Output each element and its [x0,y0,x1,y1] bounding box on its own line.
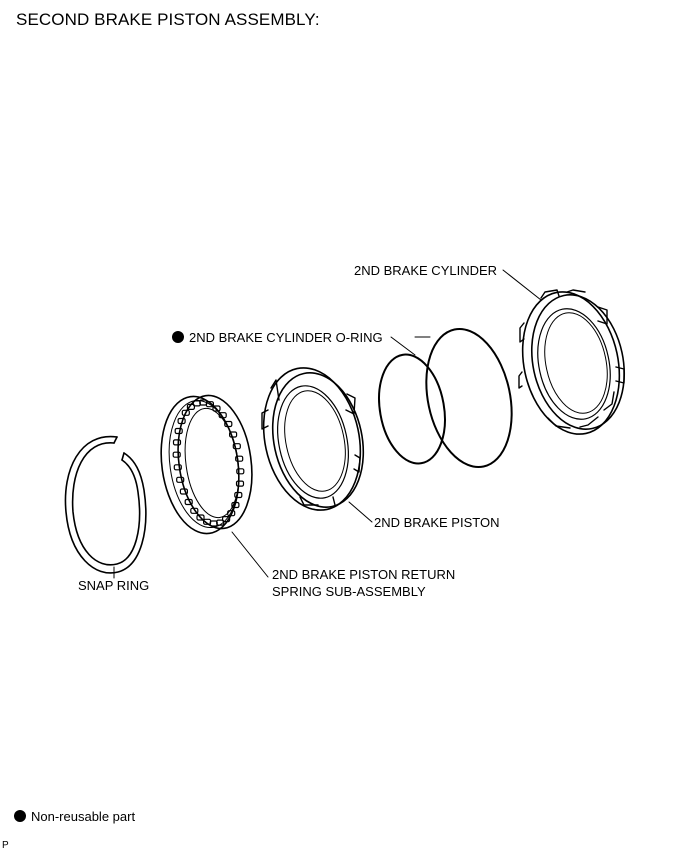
leader-line-cylinder [502,269,542,301]
spring-coil [176,476,185,483]
return-spring-part [160,394,253,535]
label-brake-cylinder: 2ND BRAKE CYLINDER [354,263,498,278]
spring-coil [172,451,181,458]
spring-coil [174,427,183,435]
page-title: SECOND BRAKE PISTON ASSEMBLY: [16,10,320,29]
legend-text: Non-reusable part [31,809,136,824]
label-brake-piston: 2ND BRAKE PISTON [374,515,500,530]
spring-coil [234,491,243,499]
o-rings-part [378,328,513,468]
figure-code: P [2,840,9,851]
label-o-ring: 2ND BRAKE CYLINDER O-RING [172,329,383,346]
legend: Non-reusable part [14,809,135,824]
spring-coil [179,488,188,495]
label-return-spring-line2: SPRING SUB-ASSEMBLY [272,584,426,599]
leader-line-return-spring [231,531,269,578]
spring-coil [173,464,182,471]
spring-coil [232,443,241,450]
spring-coil [235,455,244,462]
leader-lines [113,269,542,579]
spring-coil [177,417,186,425]
spring-coil [205,401,214,408]
spring-coil [222,515,231,523]
spring-coil [186,403,195,410]
spring-coil [203,518,212,525]
spring-coil [184,498,193,506]
spring-coil [236,468,245,475]
spring-coil [231,501,240,509]
spring-coil [190,507,199,514]
leader-line-o-ring [390,336,416,356]
snap-ring-part [64,435,147,574]
non-reusable-bullet-icon [14,810,26,822]
label-return-spring: 2ND BRAKE PISTON RETURN SPRING SUB-ASSEM… [272,566,455,600]
brake-cylinder-part [518,289,626,435]
non-reusable-bullet-icon [172,331,184,343]
spring-coil [181,409,190,416]
spring-coil [235,480,245,487]
label-snap-ring: SNAP RING [78,578,150,593]
spring-coil [172,439,182,446]
spring-coil [227,510,236,517]
spring-coil [224,420,233,428]
spring-coil [229,431,238,438]
leader-line-piston [348,501,373,523]
label-return-spring-line1: 2ND BRAKE PISTON RETURN [272,567,456,582]
spring-coil [212,405,221,412]
brake-piston-part [261,367,365,511]
label-o-ring-text: 2ND BRAKE CYLINDER O-RING [189,330,383,345]
spring-coil [196,514,205,521]
spring-coil [218,412,227,419]
